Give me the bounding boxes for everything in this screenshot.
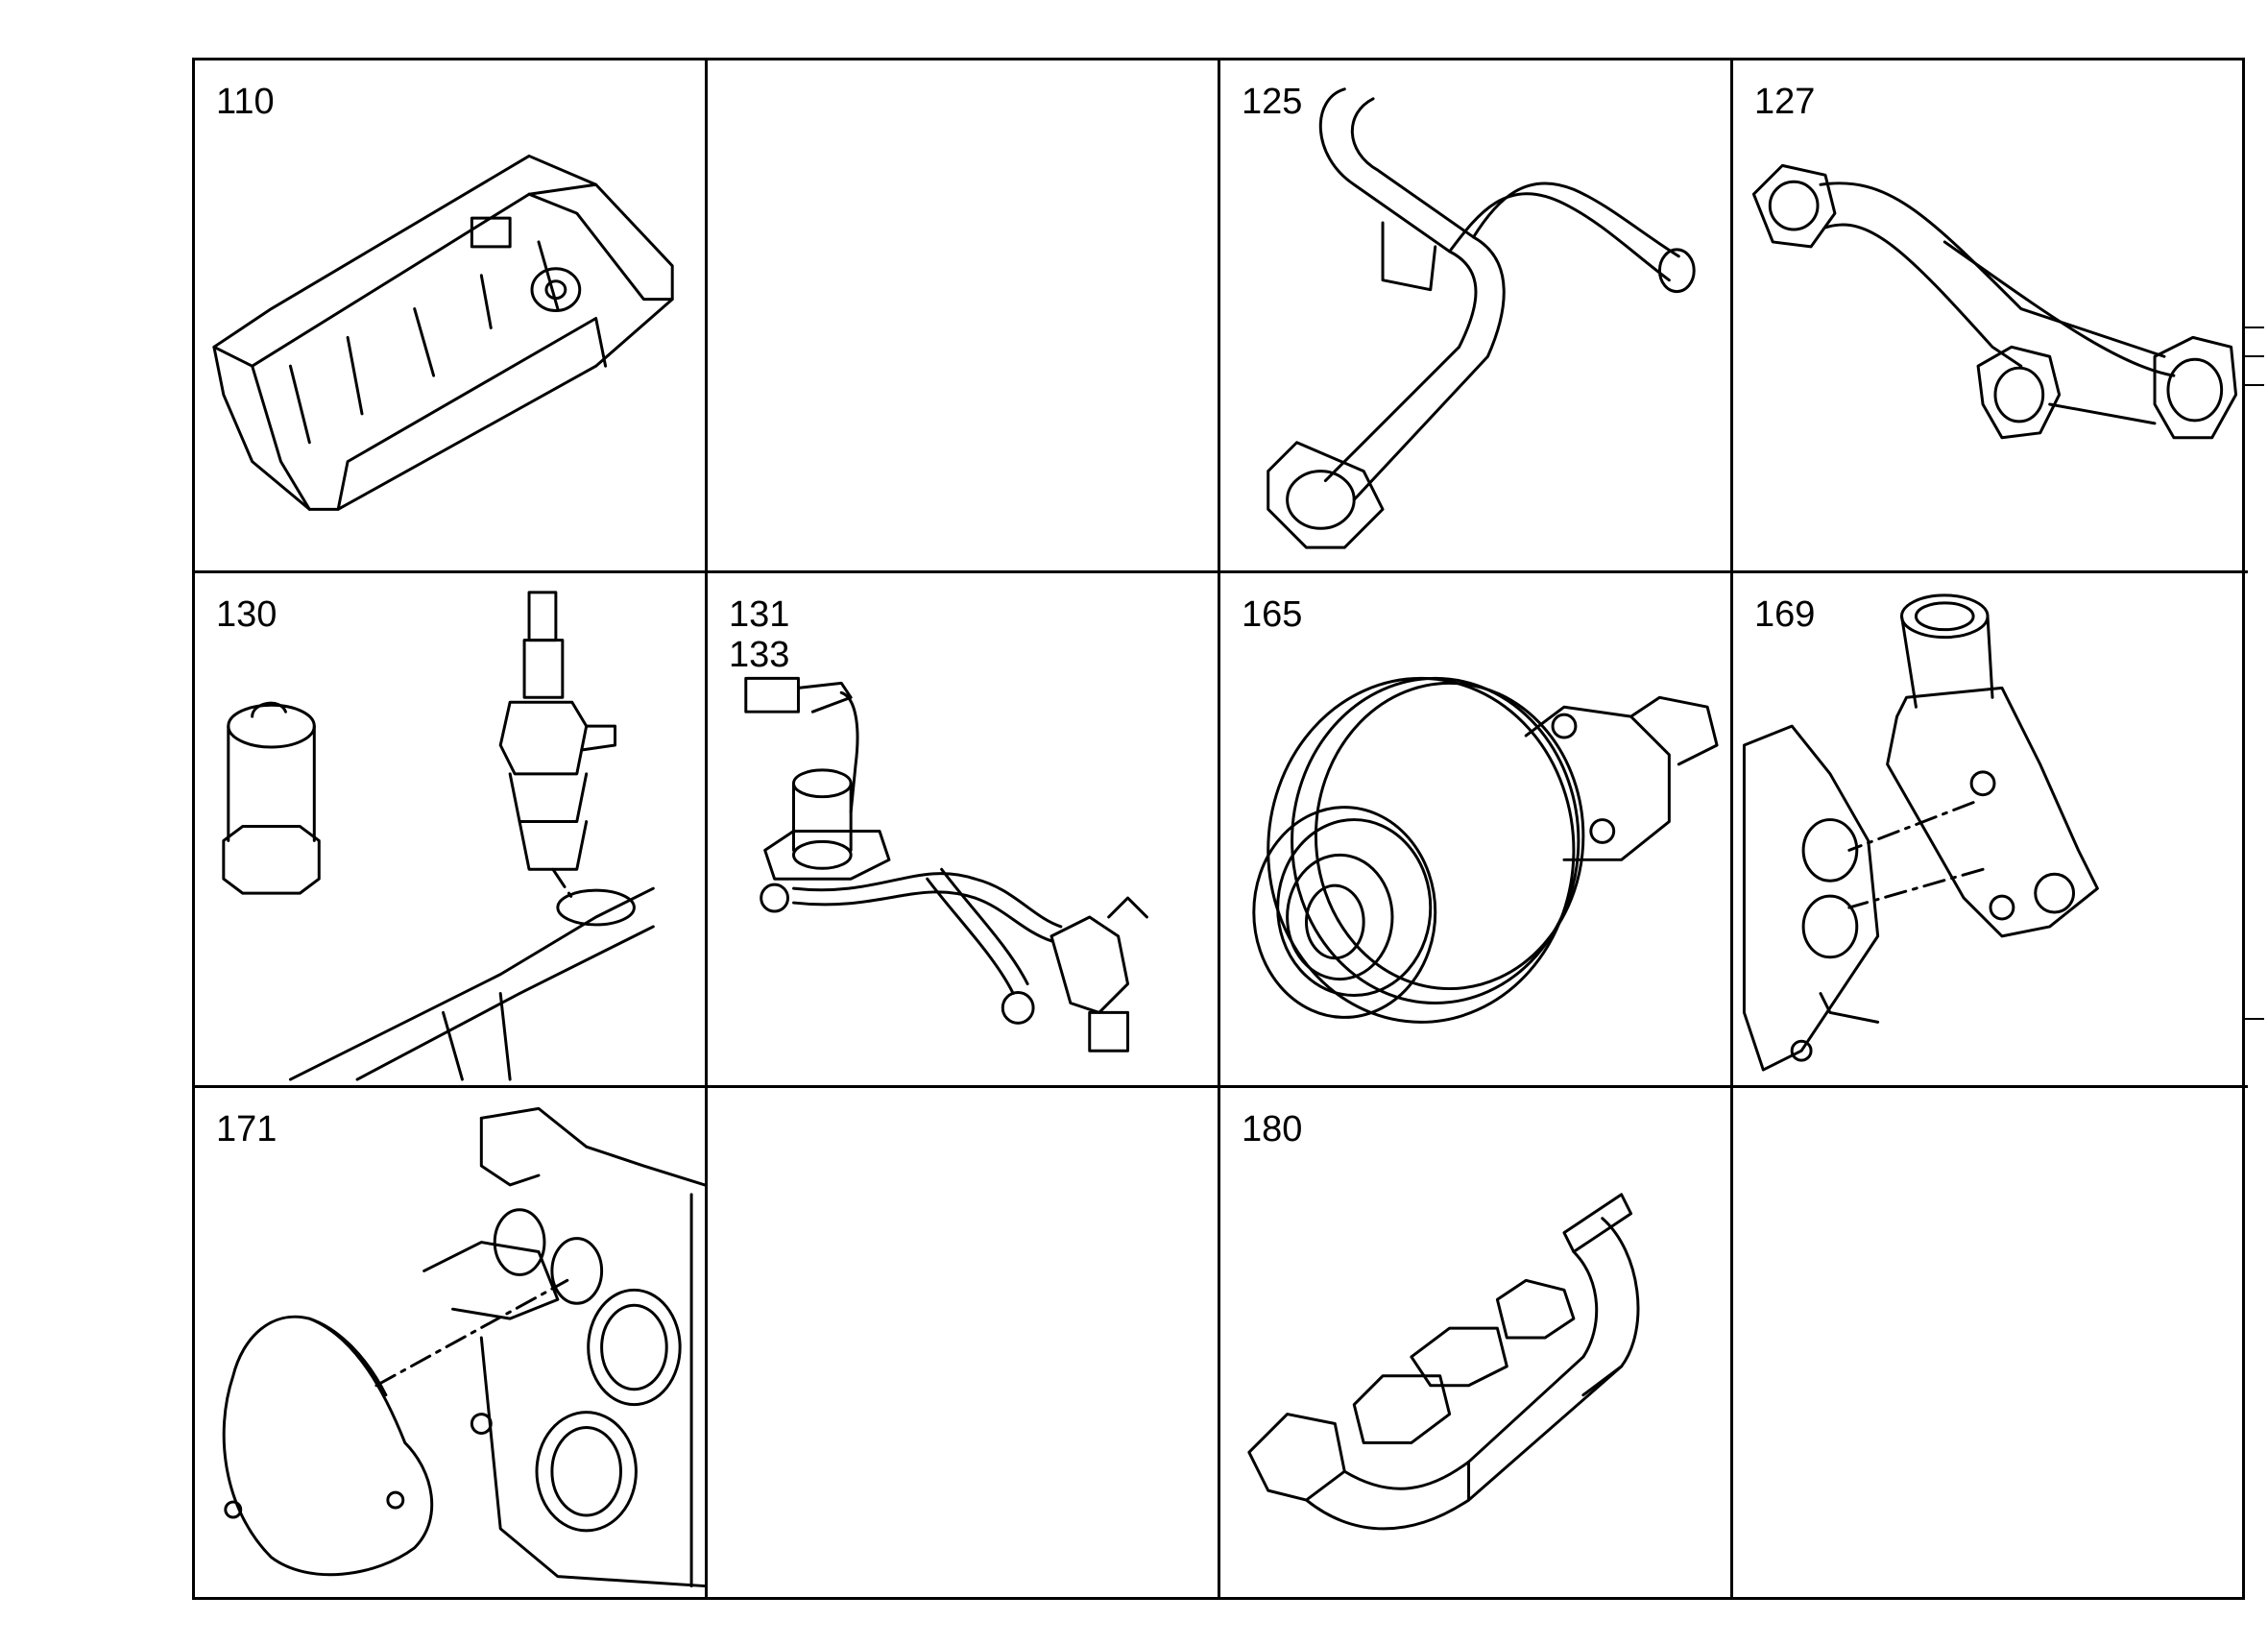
cell-label: 169	[1754, 594, 1816, 635]
edge-tick	[2245, 1018, 2264, 1020]
cell-blank-1	[708, 60, 1220, 573]
parts-grid: 110 125	[192, 58, 2248, 1600]
cell-110: 110	[195, 60, 708, 573]
cell-171: 171	[195, 1088, 708, 1597]
edge-tick	[2245, 384, 2264, 386]
cell-blank-2	[708, 1088, 1220, 1597]
edge-tick	[2245, 355, 2264, 357]
cell-label: 180	[1242, 1109, 1303, 1149]
timing-cover-icon	[222, 1106, 705, 1588]
exhaust-pipe-icon	[1751, 163, 2238, 440]
cell-131: 131 133	[708, 573, 1220, 1088]
cell-label: 125	[1242, 82, 1303, 122]
exhaust-manifold-icon	[1247, 1193, 1640, 1531]
cell-130: 130	[195, 573, 708, 1088]
cell-127: 127	[1733, 60, 2248, 573]
cell-label: 165	[1242, 594, 1303, 635]
thermostat-housing-icon	[1742, 593, 2099, 1072]
water-pump-pulley-icon	[1252, 676, 1719, 1024]
cell-label: 171	[216, 1109, 277, 1149]
coolant-pipe-icon	[1267, 87, 1696, 549]
cell-165: 165	[1220, 573, 1733, 1088]
cell-label: 130	[216, 594, 277, 635]
cell-label: 131 133	[729, 594, 790, 675]
edge-tick	[2245, 327, 2264, 328]
cell-169: 169	[1733, 573, 2248, 1088]
cell-125: 125	[1220, 60, 1733, 573]
cell-label: 127	[1754, 82, 1816, 122]
sensor-plug-icon	[222, 591, 655, 1081]
cell-180: 180	[1220, 1088, 1733, 1597]
sensor-harness-icon	[744, 676, 1148, 1052]
cylinder-head-cover-icon	[212, 154, 674, 511]
cell-label: 110	[216, 82, 275, 122]
cell-blank-3	[1733, 1088, 2248, 1597]
